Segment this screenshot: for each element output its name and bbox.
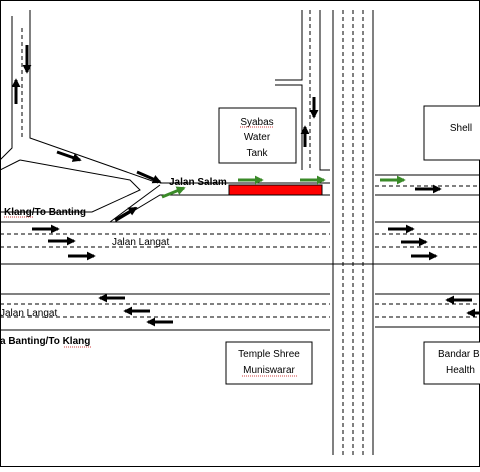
building-bandar-health: Bandar B Health	[423, 341, 480, 385]
building-syabas-water-tank: Syabas Water Tank	[218, 107, 297, 164]
road-edges-jalan-langat	[0, 221, 480, 331]
building-temple: Temple Shree Muniswarar	[225, 341, 313, 385]
bandar-line-1: Bandar B	[438, 349, 480, 360]
label-jalan-salam: Jalan Salam	[169, 177, 227, 188]
syabas-line-1: Syabas	[240, 117, 273, 128]
traffic-arrows-black	[11, 45, 480, 327]
green-arrow-jalan-salam	[161, 186, 186, 199]
building-shell: Shell	[423, 105, 480, 161]
bandar-line-2: Health	[446, 365, 475, 376]
road-edges-northwest	[0, 10, 228, 223]
road-edges-highway	[332, 10, 374, 455]
label-jalan-langat-upper: Jalan Langat	[112, 237, 169, 248]
syabas-line-2: Water	[244, 132, 271, 143]
temple-line-2: Muniswarar	[243, 365, 295, 376]
label-klang-banting: Klang/To Banting	[4, 207, 86, 218]
label-jalan-langat-lower: Jalan Langat	[0, 308, 57, 319]
road-edges-north-side-road	[275, 10, 330, 171]
red-highlight-zone	[228, 184, 323, 196]
syabas-line-3: Tank	[246, 148, 268, 159]
shell-label: Shell	[450, 123, 472, 134]
arrow-diagonal-1	[56, 150, 82, 162]
temple-line-1: Temple Shree	[238, 349, 300, 360]
arrow-diagonal-3	[114, 206, 138, 222]
traffic-arrows-green	[161, 175, 406, 199]
label-banting-klang: a Banting/To Klang	[0, 336, 90, 347]
arrow-diagonal-2	[136, 170, 162, 184]
